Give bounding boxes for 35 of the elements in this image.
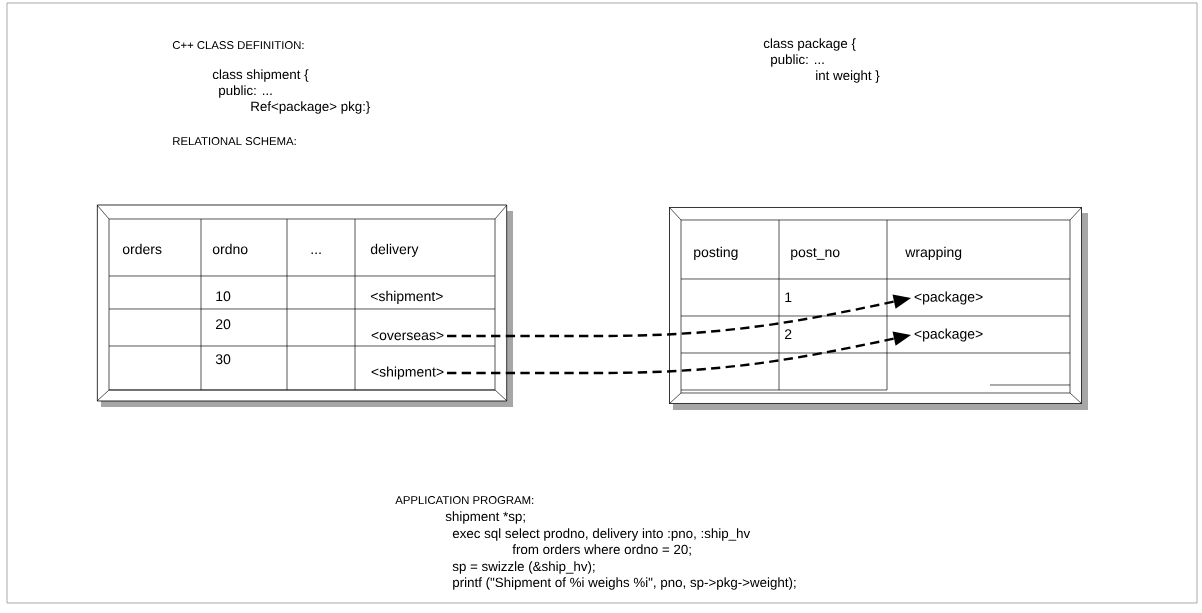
table-cell: <shipment> <box>370 290 443 304</box>
arrow <box>447 331 911 375</box>
code-line: from orders where ordno = 20; <box>512 544 691 556</box>
arrow <box>447 294 911 338</box>
column-header: post_no <box>791 247 840 260</box>
code-line: sp = swizzle (&ship_hv); <box>452 561 595 574</box>
table-cell: 30 <box>215 354 231 365</box>
table-cell: 2 <box>785 329 792 339</box>
code-line: class shipment { <box>212 69 309 82</box>
table-frame <box>668 206 1088 410</box>
table-cell: <shipment> <box>371 366 444 380</box>
code-line: Ref<package> pkg:} <box>251 101 371 114</box>
code-line: class package { <box>763 38 856 51</box>
code-line: int weight } <box>816 70 880 83</box>
table-cell: 10 <box>216 291 231 302</box>
heading: C++ CLASS DEFINITION: <box>172 41 304 50</box>
heading: APPLICATION PROGRAM: <box>395 496 534 505</box>
table-cell: <overseas> <box>371 331 444 341</box>
table-cell: <package> <box>914 291 983 305</box>
code-line: public: ... <box>771 54 824 67</box>
column-header: ordno <box>212 243 248 255</box>
code-line: exec sql select prodno, delivery into :pno, :ship_hv <box>452 528 751 541</box>
code-line: public: ... <box>219 85 272 98</box>
column-header: delivery <box>370 243 419 257</box>
column-header: ... <box>311 252 321 254</box>
code-line: shipment *sp; <box>445 511 525 524</box>
heading: RELATIONAL SCHEMA: <box>173 137 296 146</box>
table-frame <box>96 204 513 407</box>
table-cell: <package> <box>914 328 983 342</box>
column-header: orders <box>122 243 162 255</box>
code-line: printf ("Shipment of %i weighs %i", pno, sp->pkg->weight); <box>453 577 796 590</box>
table-cell: 1 <box>785 292 792 302</box>
column-header: wrapping <box>905 246 962 260</box>
table-cell: 20 <box>216 319 231 330</box>
column-header: posting <box>694 246 738 260</box>
